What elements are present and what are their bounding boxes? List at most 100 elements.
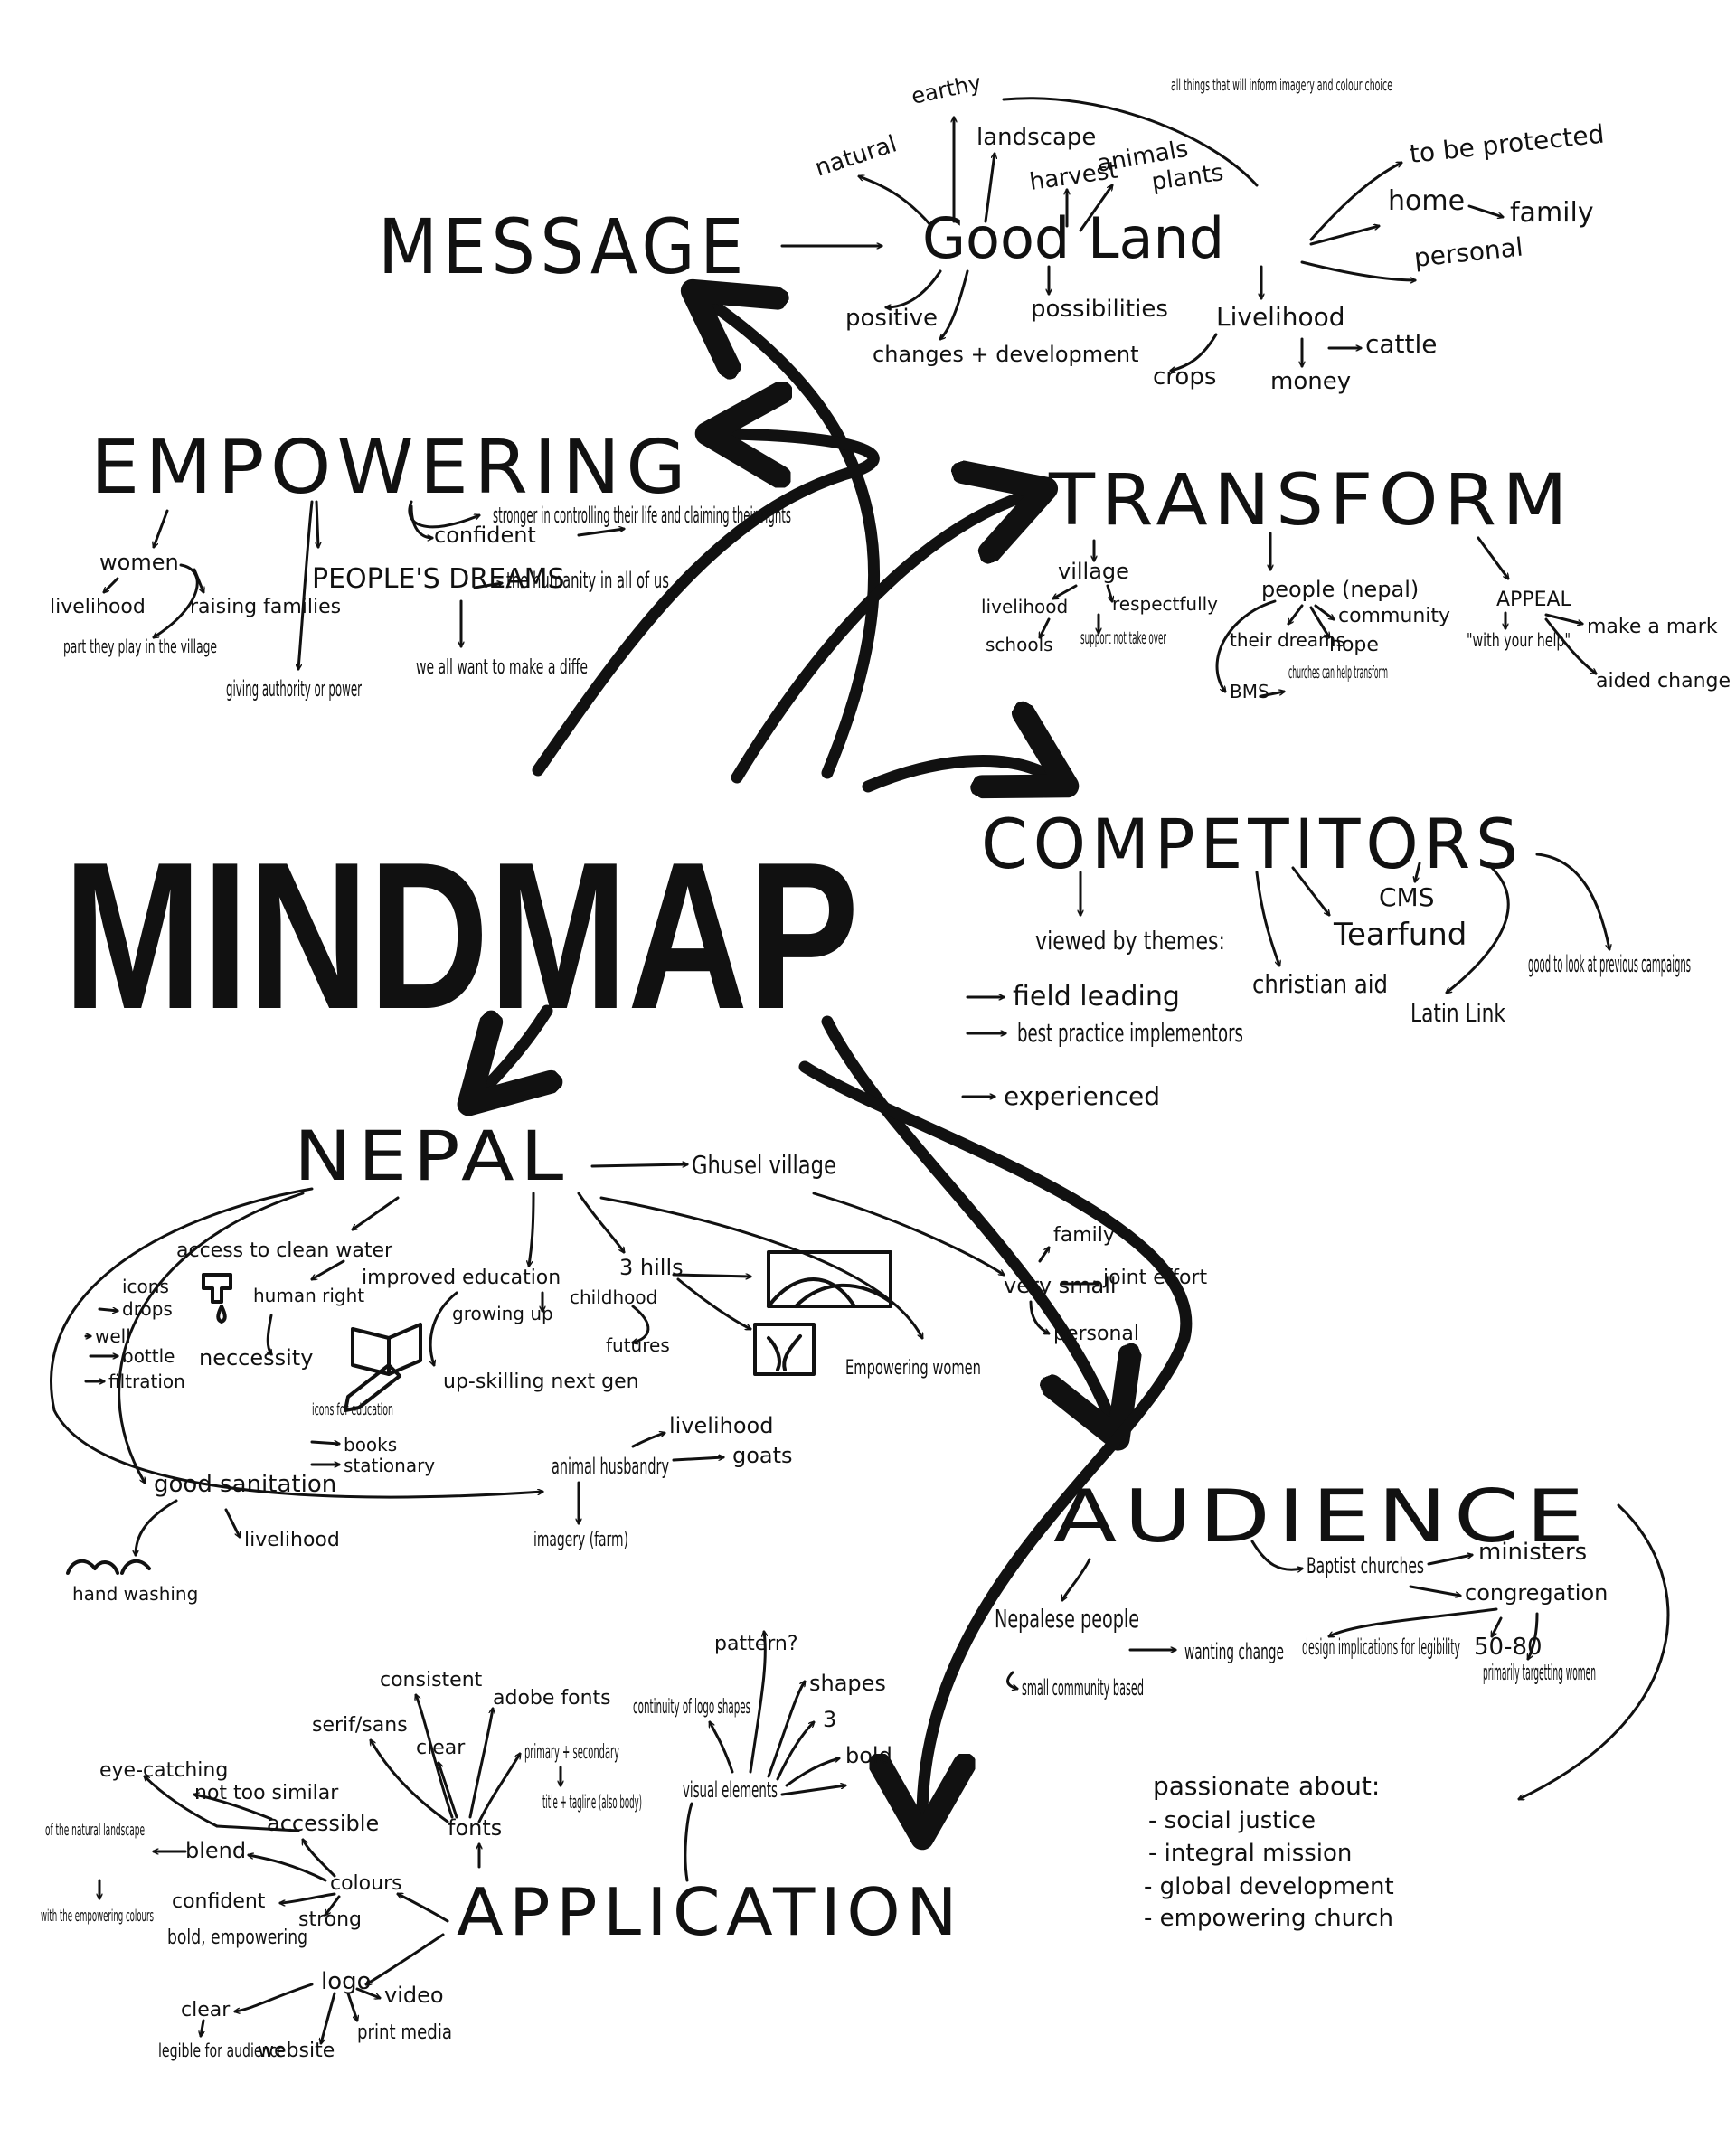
node-family-n: family bbox=[1053, 1224, 1115, 1247]
node-shapes: shapes bbox=[809, 1671, 886, 1696]
node-three: 3 bbox=[823, 1707, 836, 1732]
node-livelihood-a: livelihood bbox=[669, 1413, 773, 1438]
node-positive: positive bbox=[845, 305, 938, 332]
node-bms: BMS bbox=[1230, 681, 1269, 702]
node-stronger: stronger in controlling their life and c… bbox=[493, 503, 791, 528]
node-best-practice: best practice implementors bbox=[1017, 1018, 1243, 1048]
node-raising-families: raising families bbox=[190, 596, 341, 618]
arrow-to-audience bbox=[821, 1015, 1110, 1419]
node-churches-help: churches can help transform bbox=[1288, 663, 1388, 683]
node-wanting-change: wanting change bbox=[1184, 1639, 1284, 1664]
node-peoples-dreams: PEOPLE'S DREAMS bbox=[312, 563, 565, 595]
node-personal-gl: personal bbox=[1412, 232, 1524, 273]
node-empowering-church: - empowering church bbox=[1144, 1905, 1393, 1932]
transform-branch: TRANSFORM village livelihood respectfull… bbox=[981, 460, 1731, 702]
node-animal-husbandry: animal husbandry bbox=[552, 1454, 669, 1479]
node-changes-dev: changes + development bbox=[873, 342, 1139, 367]
node-village: village bbox=[1058, 559, 1129, 584]
node-money: money bbox=[1270, 368, 1351, 395]
node-family-gl: family bbox=[1510, 197, 1594, 229]
node-humanity: the humanity in all of us bbox=[506, 568, 669, 593]
node-viewed-themes: viewed by themes: bbox=[1035, 926, 1225, 956]
arrow-to-transform bbox=[731, 495, 1026, 784]
center-title: MINDMAP bbox=[63, 819, 859, 1053]
node-small-community: small community based bbox=[1022, 1675, 1144, 1700]
node-people-nepal: people (nepal) bbox=[1261, 577, 1419, 602]
node-well: well bbox=[95, 1325, 131, 1347]
node-website: website bbox=[258, 2040, 335, 2062]
node-livelihood-gl: Livelihood bbox=[1216, 302, 1345, 332]
node-possibilities: possibilities bbox=[1031, 296, 1168, 323]
node-joint-effort: joint effort bbox=[1102, 1267, 1207, 1289]
branch-title-application: APPLICATION bbox=[457, 1874, 963, 1950]
node-clear-f: clear bbox=[416, 1737, 466, 1759]
nepal-branch: NEPAL Ghusel village access to clean wat… bbox=[50, 1116, 1207, 1605]
node-confident-c: confident bbox=[172, 1890, 266, 1913]
node-good-land: Good Land bbox=[922, 205, 1224, 271]
node-visual-elements: visual elements bbox=[683, 1777, 778, 1803]
node-accessible: accessible bbox=[267, 1811, 379, 1836]
node-livelihood-w: livelihood bbox=[50, 596, 146, 618]
node-bottle: bottle bbox=[122, 1345, 175, 1367]
node-all-things: all things that will inform imagery and … bbox=[1171, 76, 1392, 95]
node-serif-sans: serif/sans bbox=[312, 1714, 408, 1737]
competitors-branch: COMPETITORS CMS Tearfund viewed by theme… bbox=[961, 804, 1691, 1111]
node-with-your-help: "with your help" bbox=[1467, 629, 1571, 651]
node-support-not-takeover: support not take over bbox=[1080, 628, 1166, 648]
node-empowering-women: Empowering women bbox=[845, 1357, 981, 1380]
arrow-to-competitors bbox=[862, 760, 1049, 787]
node-hope: hope bbox=[1329, 634, 1379, 656]
node-schools: schools bbox=[986, 634, 1053, 655]
node-access-water: access to clean water bbox=[176, 1239, 393, 1262]
node-christian-aid: christian aid bbox=[1252, 969, 1388, 999]
node-aided-change: aided change bbox=[1596, 670, 1731, 692]
branch-title-nepal: NEPAL bbox=[294, 1116, 570, 1196]
node-good-sanitation: good sanitation bbox=[154, 1471, 336, 1498]
node-community: community bbox=[1338, 605, 1450, 627]
node-good-to-look: good to look at previous campaigns bbox=[1528, 951, 1691, 978]
arrow-to-message bbox=[710, 303, 881, 779]
tap-icon bbox=[202, 1273, 232, 1324]
node-ministers: ministers bbox=[1478, 1539, 1587, 1566]
node-adobe-fonts: adobe fonts bbox=[493, 1687, 611, 1710]
node-design-implications: design implications for legibility bbox=[1302, 1635, 1460, 1660]
node-global-development: - global development bbox=[1144, 1873, 1394, 1900]
node-nepalese-people: Nepalese people bbox=[995, 1604, 1139, 1634]
node-primarily-women: primarily targetting women bbox=[1483, 1660, 1596, 1685]
node-natural: natural bbox=[812, 130, 901, 182]
node-futures: futures bbox=[606, 1334, 670, 1356]
hills-image-icon bbox=[767, 1250, 892, 1308]
node-women: women bbox=[99, 550, 179, 575]
node-ghusel: Ghusel village bbox=[692, 1150, 836, 1180]
node-blend: blend bbox=[185, 1838, 246, 1863]
node-cms: CMS bbox=[1379, 882, 1434, 912]
node-field-leading: field leading bbox=[1013, 981, 1180, 1013]
pencil-icon bbox=[344, 1363, 401, 1412]
node-of-natural-landscape: of the natural landscape bbox=[45, 1821, 145, 1840]
node-personal-n: personal bbox=[1053, 1323, 1139, 1345]
node-congregation: congregation bbox=[1465, 1580, 1608, 1606]
node-home: home bbox=[1388, 185, 1465, 217]
river-image-icon bbox=[753, 1323, 816, 1376]
node-part-play: part they play in the village bbox=[63, 636, 217, 657]
empowering-branch: EMPOWERING women livelihood raising fami… bbox=[50, 425, 791, 702]
node-experienced: experienced bbox=[1004, 1081, 1160, 1111]
main-arrows bbox=[484, 303, 1193, 1817]
node-earthy: earthy bbox=[909, 70, 983, 109]
node-print-media: print media bbox=[357, 2021, 452, 2044]
node-fonts: fonts bbox=[448, 1815, 502, 1841]
node-we-all-want: we all want to make a diffe bbox=[416, 656, 588, 679]
branch-title-empowering: EMPOWERING bbox=[90, 425, 692, 511]
node-title-tagline: title + tagline (also body) bbox=[542, 1791, 642, 1813]
node-legible-audience: legible for audience bbox=[158, 2040, 285, 2061]
node-clear-l: clear bbox=[181, 1999, 231, 2021]
node-necessity: neccessity bbox=[199, 1345, 313, 1371]
node-to-be-protected: to be protected bbox=[1408, 119, 1606, 169]
node-up-skilling: up-skilling next gen bbox=[443, 1371, 639, 1393]
node-giving-authority: giving authority or power bbox=[226, 676, 362, 702]
node-social-justice: - social justice bbox=[1148, 1807, 1316, 1834]
node-crops: crops bbox=[1153, 363, 1216, 391]
node-bold-v: bold bbox=[845, 1743, 892, 1768]
branch-title-transform: TRANSFORM bbox=[1048, 460, 1573, 542]
